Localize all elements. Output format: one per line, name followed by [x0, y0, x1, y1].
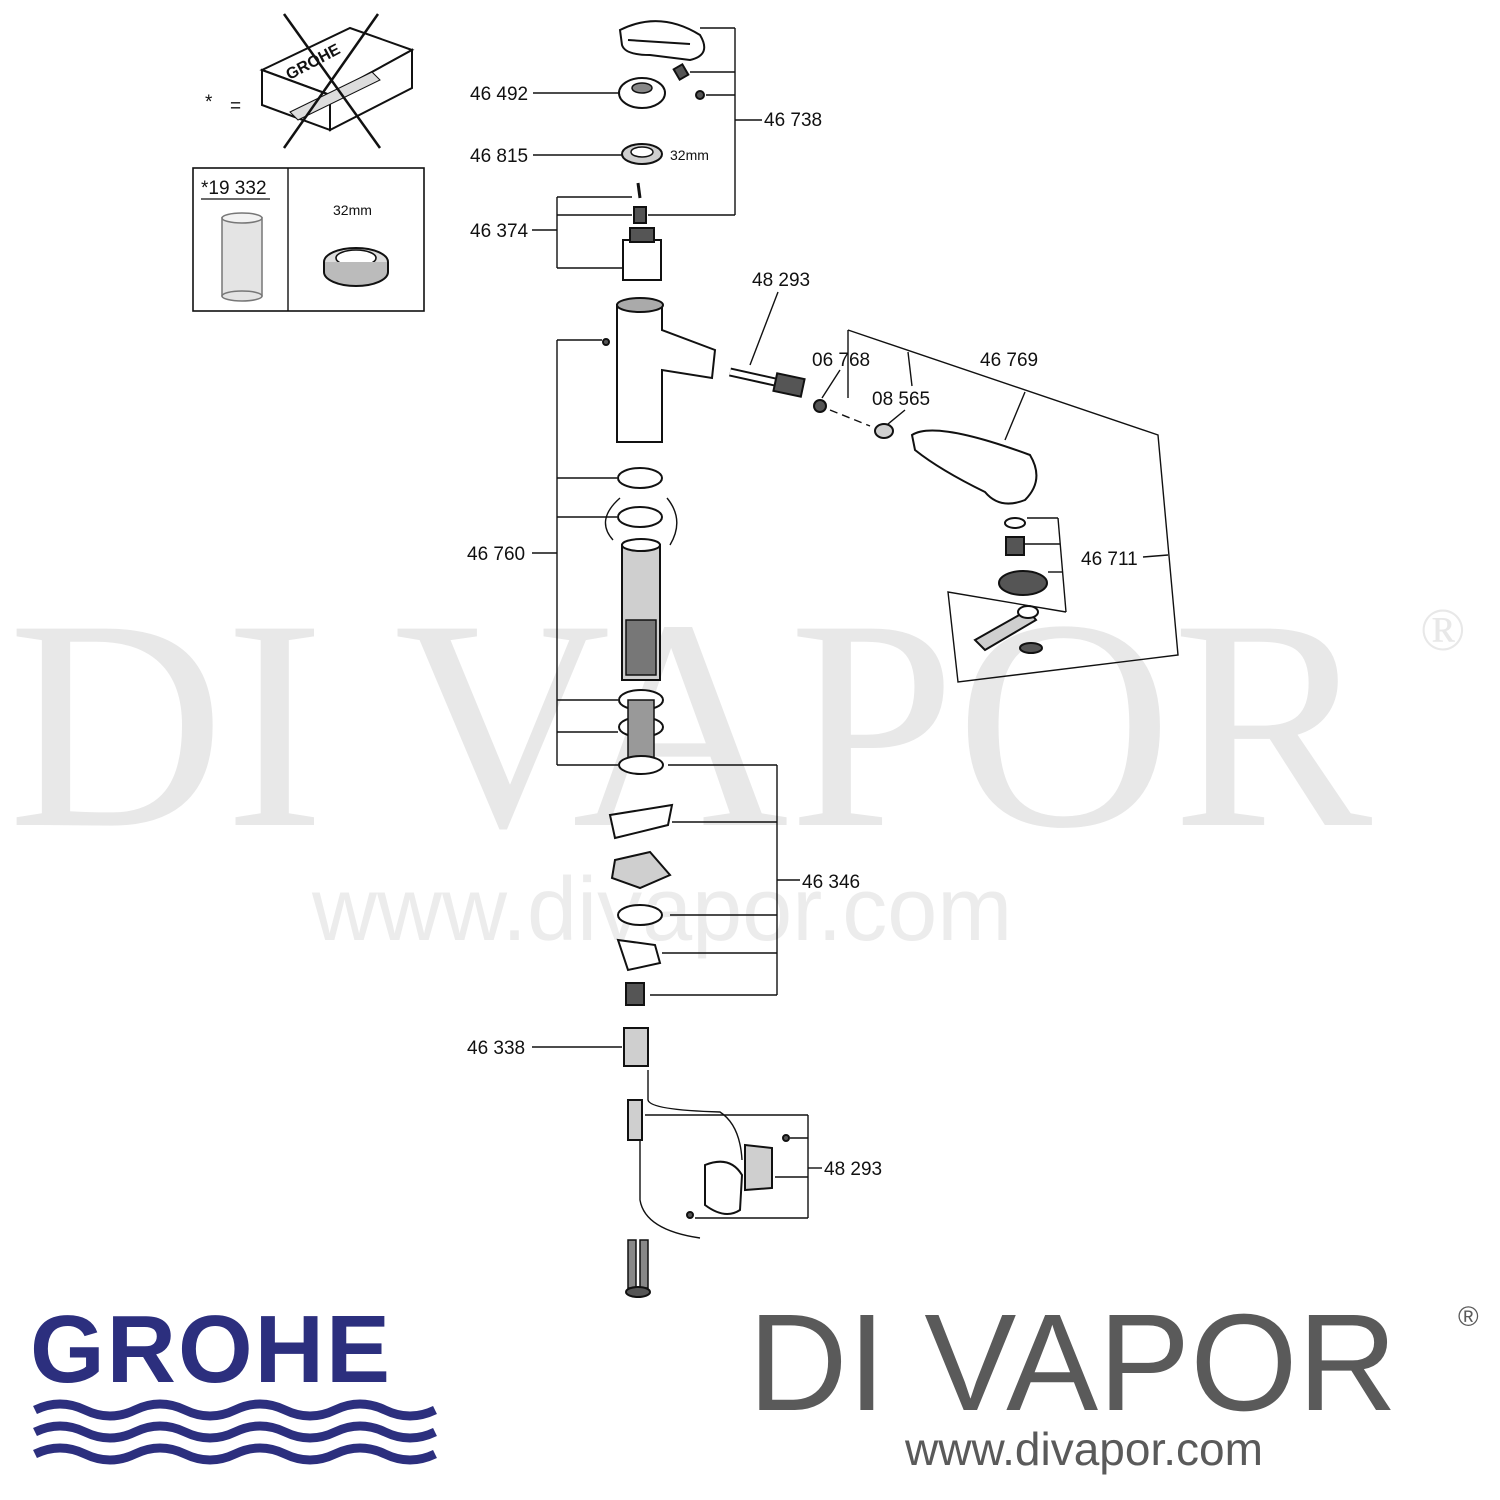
callout-lines — [532, 27, 1179, 1219]
mounting-plate — [610, 850, 672, 890]
mounting-horseshoe-bottom — [616, 938, 662, 972]
label-46769: 46 769 — [980, 350, 1038, 371]
spare-parts-box: *19 332 32mm — [192, 167, 425, 312]
tap-assembly — [602, 20, 806, 1298]
label-46492: 46 492 — [470, 84, 528, 105]
divapor-logo: DI VAPOR ® www.divapor.com — [748, 1286, 1479, 1475]
divapor-logo-text: DI VAPOR — [748, 1286, 1397, 1440]
spare-size: 32mm — [333, 202, 372, 218]
watermark-reg: ® — [1420, 597, 1466, 663]
spray-head-assembly — [813, 399, 1048, 654]
label-46374: 46 374 — [470, 221, 529, 242]
divapor-url: www.divapor.com — [904, 1423, 1263, 1475]
label-48293-bottom: 48 293 — [824, 1159, 882, 1180]
lever-handle — [618, 20, 706, 62]
label-46711: 46 711 — [1081, 549, 1138, 570]
label-08565: 08 565 — [872, 389, 930, 410]
extension-sleeve-icon — [221, 212, 263, 302]
tap-body — [616, 304, 717, 443]
label-46760: 46 760 — [467, 544, 525, 565]
cartridge — [622, 239, 662, 281]
label-06768: 06 768 — [812, 350, 870, 371]
label-48293-top: 48 293 — [752, 270, 810, 291]
label-46815: 46 815 — [470, 146, 528, 167]
grohe-logo: GROHE — [30, 1296, 437, 1465]
spray-head — [910, 429, 1038, 505]
spray-plate — [998, 570, 1048, 596]
crossed-box-icon: GROHE — [259, 13, 415, 149]
divapor-logo-reg: ® — [1458, 1301, 1479, 1332]
watermark: DI VAPOR ® www.divapor.com — [8, 558, 1466, 960]
watermark-brand: DI VAPOR — [8, 558, 1374, 890]
mounting-horseshoe-top — [608, 803, 674, 840]
hose-weight — [704, 1160, 744, 1215]
flow-limiter — [623, 1027, 649, 1067]
kit-asterisk: * — [205, 92, 213, 113]
label-46346: 46 346 — [802, 872, 860, 893]
spare-code: *19 332 — [201, 178, 267, 199]
label-46738: 46 738 — [764, 110, 822, 131]
part-labels: 46 492 46 815 32mm 46 738 46 374 48 293 … — [467, 84, 1138, 1180]
kit-note: * = GROHE — [205, 13, 415, 149]
kit-equals: = — [230, 96, 241, 117]
label-46338: 46 338 — [467, 1038, 525, 1059]
hex-nut-icon — [323, 247, 389, 287]
label-46815-size: 32mm — [670, 147, 709, 163]
grohe-logo-text: GROHE — [30, 1296, 392, 1403]
grohe-waves-icon — [33, 1399, 437, 1465]
